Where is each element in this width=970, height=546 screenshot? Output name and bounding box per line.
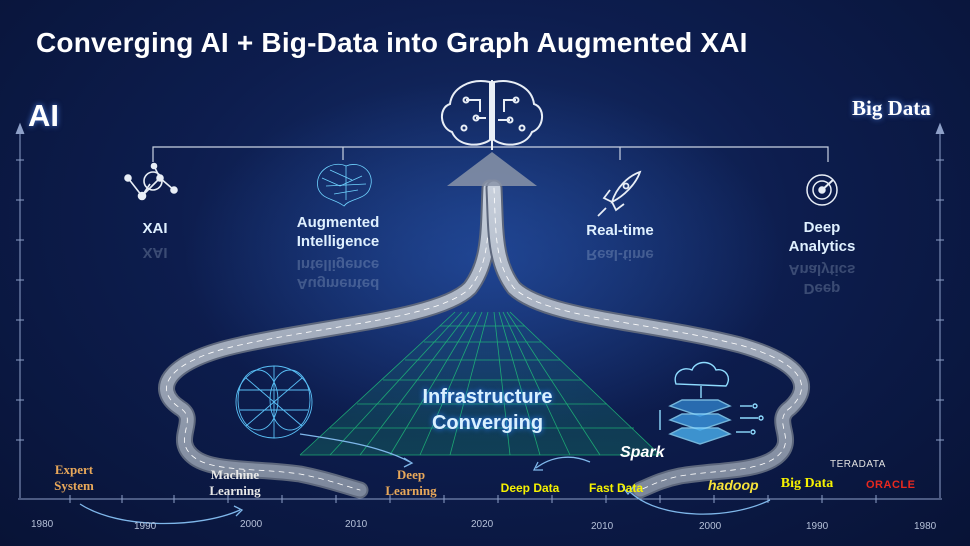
era-deep-data: Deep Data — [500, 481, 560, 495]
xai-reflection: XAI — [142, 244, 168, 261]
realtime-reflection: Real-time — [586, 246, 654, 263]
era-machine-learning: Machine Learning — [209, 467, 261, 498]
year-label: 2010 — [345, 519, 368, 530]
era-deep-learning: Deep Learning — [385, 467, 437, 498]
era-expert-system: Expert System — [54, 462, 94, 493]
converging-roads — [158, 179, 810, 499]
brain-network-icon — [317, 163, 372, 207]
deep-analytics-reflection: Deep Analytics — [788, 261, 856, 297]
rocket-icon — [597, 170, 642, 217]
xai-label: XAI — [142, 220, 168, 237]
ai-axis-label: AI — [28, 98, 59, 133]
big-data-axis-label: Big Data — [852, 96, 931, 120]
era-big-data: Big Data — [780, 476, 834, 491]
year-label: 1990 — [806, 521, 829, 532]
year-label: 2000 — [240, 519, 263, 530]
year-label: 1980 — [914, 521, 937, 532]
year-label: 2010 — [591, 521, 614, 532]
slide-title: Converging AI + Big-Data into Graph Augm… — [36, 27, 748, 58]
realtime-label: Real-time — [586, 222, 654, 239]
wireframe-brain-icon — [235, 365, 313, 439]
year-label: 2000 — [699, 521, 722, 532]
year-label: 1980 — [31, 519, 54, 530]
radar-icon — [806, 174, 838, 206]
infrastructure-converging-label: Infrastructure Converging — [422, 386, 553, 434]
transition-arrows — [79, 433, 771, 525]
hadoop-logo: hadoop — [708, 477, 759, 493]
upward-arrow — [447, 152, 537, 186]
infrastructure-grid — [299, 311, 661, 456]
deep-analytics-label: Deep Analytics — [788, 219, 856, 255]
brain-circuit-icon — [441, 80, 543, 150]
era-fast-data: Fast Data — [588, 481, 644, 495]
cloud-server-icon — [659, 361, 764, 445]
network-graph-icon — [124, 162, 178, 201]
augmented-intelligence-label: Augmented Intelligence — [296, 214, 380, 250]
augmented-intelligence-reflection: Augmented Intelligence — [296, 256, 380, 292]
teradata-logo: TERADATA — [830, 459, 886, 470]
year-label: 1990 — [134, 521, 157, 532]
oracle-logo: ORACLE — [866, 479, 916, 491]
capability-bracket — [152, 146, 829, 162]
year-label: 2020 — [471, 519, 494, 530]
spark-logo: Spark — [620, 444, 665, 461]
timeline-axis — [18, 495, 942, 503]
right-axis — [935, 122, 945, 498]
left-axis — [15, 122, 25, 498]
